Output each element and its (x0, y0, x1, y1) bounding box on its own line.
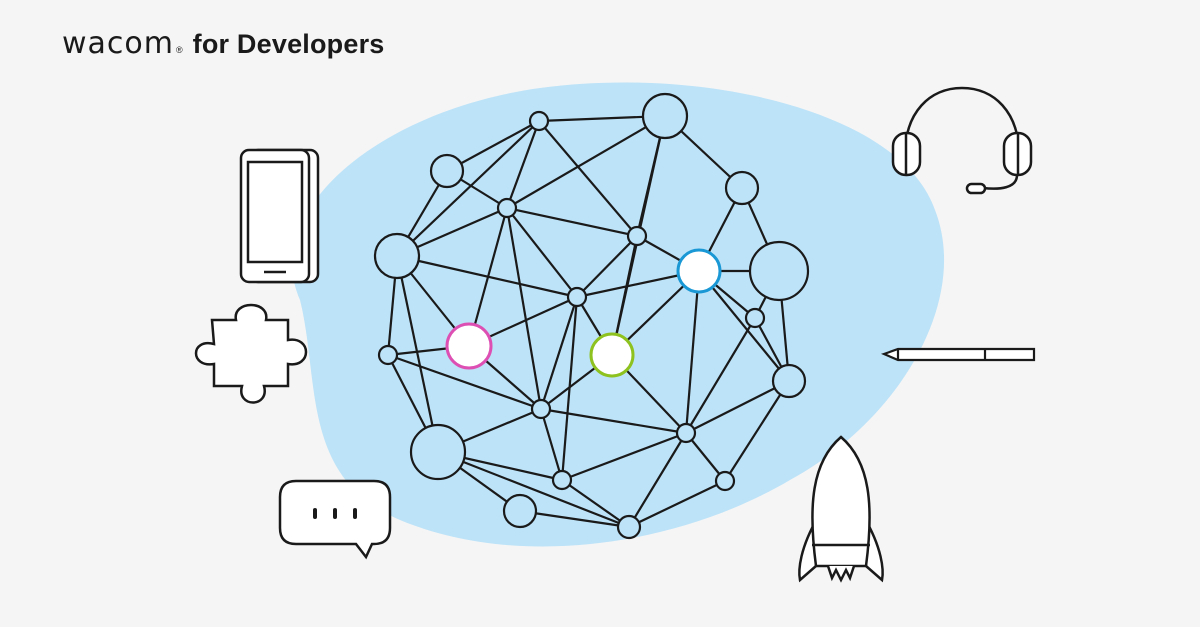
network-node (409, 423, 467, 481)
network-node (566, 286, 588, 308)
registered-mark: ® (176, 45, 183, 55)
network-node (771, 363, 807, 399)
network-edge (698, 270, 790, 382)
network-node (528, 110, 550, 132)
puzzle-piece-icon (194, 303, 308, 404)
network-edge (561, 479, 630, 528)
network-graph (373, 92, 810, 540)
network-node (714, 470, 736, 492)
logo-wordmark: wacom (62, 26, 174, 61)
network-edge (505, 120, 541, 209)
network-node (744, 307, 766, 329)
network-edge (540, 407, 687, 435)
network-node (675, 422, 697, 444)
network-edge (576, 235, 638, 298)
headset-icon (891, 86, 1033, 195)
network-node-highlight (445, 322, 493, 370)
network-node-highlight (589, 332, 635, 378)
stylus-pen-icon (880, 347, 1036, 362)
network-node (496, 197, 518, 219)
network-edge (506, 115, 666, 209)
network-edge (561, 431, 687, 482)
network-edge (538, 120, 638, 237)
network-node (724, 170, 760, 206)
network-edge (685, 432, 726, 482)
network-edge (628, 480, 726, 528)
network-edge (724, 380, 790, 482)
network-edge (685, 317, 756, 434)
network-edge (539, 408, 564, 481)
network-node (616, 514, 642, 540)
network-edge (628, 432, 687, 528)
network-edge (396, 254, 578, 299)
network-edge (437, 450, 630, 529)
network-edge (506, 206, 638, 238)
smartphone-icon (239, 148, 320, 284)
network-node (626, 225, 648, 247)
network-edge (387, 353, 542, 411)
network-edge (539, 296, 579, 410)
network-edge (505, 207, 543, 410)
network-node (502, 493, 538, 529)
network-nodes (373, 92, 810, 540)
network-edge (396, 120, 540, 257)
network-edge (506, 207, 578, 298)
wacom-logo[interactable]: wacom ® for Developers (62, 26, 385, 61)
network-node-highlight (676, 248, 722, 294)
network-node (641, 92, 689, 140)
rocket-icon (798, 435, 884, 583)
network-node (551, 469, 573, 491)
network-edge (684, 270, 701, 434)
logo-tagline: for Developers (192, 29, 385, 59)
network-edge (685, 380, 790, 434)
network-edge (395, 255, 440, 453)
network-node (429, 153, 465, 189)
network-edge (519, 509, 630, 529)
network-edge (446, 120, 540, 172)
network-node (373, 232, 421, 280)
chat-bubble-icon (278, 479, 392, 560)
network-node (530, 398, 552, 420)
network-node (748, 240, 810, 302)
network-node (377, 344, 399, 366)
